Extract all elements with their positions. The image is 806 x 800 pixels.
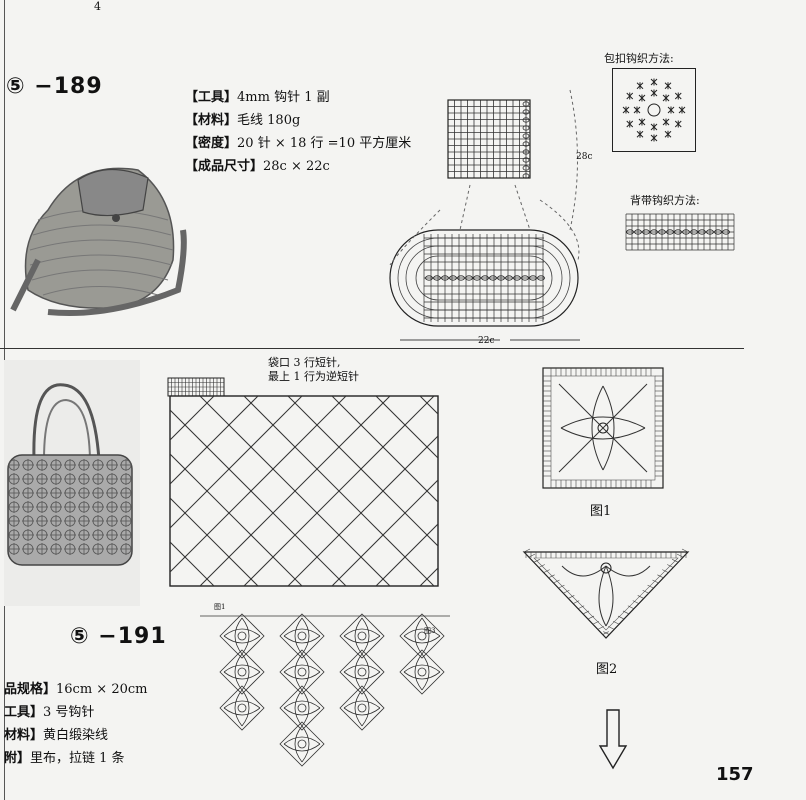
bag-body-chart [447,99,531,179]
bag-layout-diagram [169,395,439,587]
backpack-illustration [10,167,187,317]
fig-small-label-a: 图1 [214,603,226,611]
down-arrow-icon [598,709,628,770]
fig2-caption: 图2 [596,662,618,677]
button-method-title: 包扣钩织方法: [604,52,674,65]
stitch-swatch [167,377,225,397]
spec-row-density: 【密度】20 针 × 18 行 =10 平方厘米 [185,136,412,151]
button-method-box [612,68,696,152]
top-marker: 4 [94,0,101,13]
motif-square-chart [542,367,664,489]
handbag-photo [4,360,140,606]
spec-row-size: 品规格】16cm × 20cm [4,682,148,697]
spec-row-tool: 工具】3 号钩针 [4,705,95,720]
mouth-note: 袋口 3 行短针, 最上 1 行为逆短针 [268,356,359,383]
spec-row-size: 【成品尺寸】28c × 22c [185,159,330,174]
spec-row-material: 【材料】毛线 180g [185,113,301,128]
spec-row-material: 材料】黄白缎染线 [4,728,109,743]
handbag-illustration [7,383,133,566]
page-number: 157 [716,764,754,785]
strap-chart [625,213,735,251]
spec-row-accessory: 附】里布，拉链 1 条 [4,751,125,766]
section-divider [0,348,744,349]
spec-row-tool: 【工具】4mm 钩针 1 副 [185,90,330,105]
width-dimension-label: 22c [478,336,495,346]
motif-triangle-chart [522,548,690,639]
project-189-number: ⑤ −189 [6,74,103,99]
backpack-photo [8,140,188,318]
button-chart [622,78,686,142]
fig1-caption: 图1 [590,504,612,519]
project-191-number: ⑤ −191 [70,624,167,649]
fig-small-label-b: 图3 [424,627,436,635]
lace-assembly-chart [200,613,450,767]
height-dimension-label: 28c [576,152,593,162]
connector-lines [389,89,580,341]
bag-base-chart [389,229,579,327]
project-189-specs: 【工具】4mm 钩针 1 副 【材料】毛线 180g 【密度】20 针 × 18… [185,86,411,178]
project-191-specs: 品规格】16cm × 20cm 工具】3 号钩针 材料】黄白缎染线 附】里布，拉… [4,678,147,770]
strap-method-title: 背带钩织方法: [630,194,700,207]
